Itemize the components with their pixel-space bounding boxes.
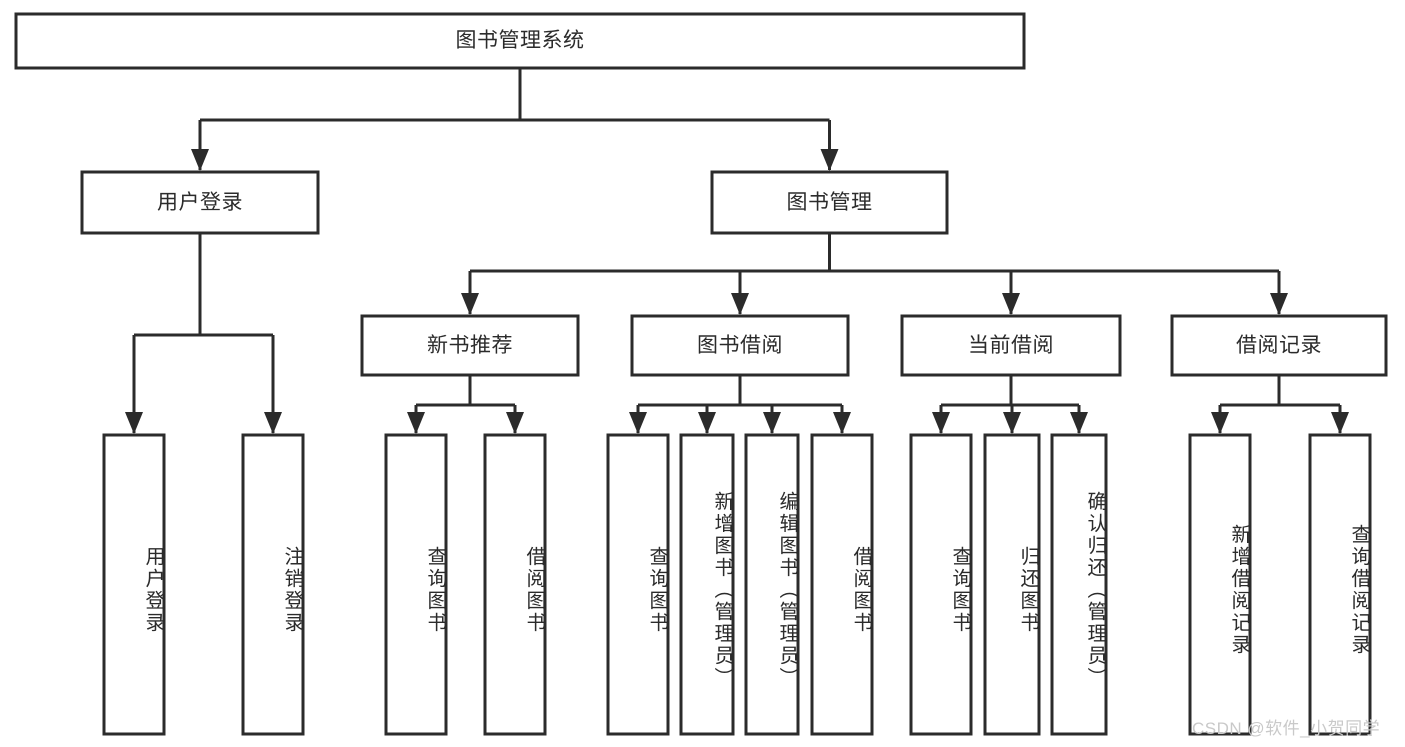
csdn-watermark: CSDN @软件_小贺同学 (1192, 719, 1381, 738)
node-box-leaf-1[interactable] (241, 433, 305, 736)
arrow-head-icon-leaf-0-1 (264, 412, 282, 434)
node-box-level2-1[interactable] (710, 170, 949, 235)
node-box-leaf-4[interactable] (606, 433, 670, 736)
node-box-level2-0[interactable] (80, 170, 320, 235)
arrow-head-icon-leaf-1-1 (506, 412, 524, 434)
arrow-head-icon-level2-0 (191, 149, 209, 171)
node-box-leaf-9[interactable] (983, 433, 1041, 736)
node-box-layer (14, 12, 1388, 736)
arrow-head-icon-leaf-2-1 (698, 412, 716, 434)
arrow-head-icon-leaf-2-2 (763, 412, 781, 434)
node-box-leaf-5[interactable] (679, 433, 735, 736)
arrow-head-icon-leaf-3-2 (1070, 412, 1088, 434)
node-box-root-0[interactable] (14, 12, 1026, 70)
node-box-level3-2[interactable] (900, 314, 1122, 377)
connector-layer (125, 68, 1349, 434)
node-box-leaf-6[interactable] (744, 433, 800, 736)
arrow-head-icon-level3-2 (1002, 293, 1020, 315)
arrow-head-icon-level2-1 (820, 149, 839, 171)
node-box-leaf-7[interactable] (810, 433, 874, 736)
arrow-head-icon-level3-3 (1270, 293, 1288, 315)
node-box-leaf-10[interactable] (1050, 433, 1108, 736)
arrow-head-icon-leaf-3-1 (1003, 412, 1021, 434)
node-box-leaf-3[interactable] (483, 433, 547, 736)
arrow-head-icon-leaf-0-0 (125, 412, 143, 434)
node-box-leaf-12[interactable] (1308, 433, 1372, 736)
arrow-head-icon-leaf-4-1 (1331, 412, 1349, 434)
arrow-head-icon-level3-0 (461, 293, 479, 315)
node-box-leaf-8[interactable] (909, 433, 973, 736)
node-box-level3-3[interactable] (1170, 314, 1388, 377)
node-box-leaf-11[interactable] (1188, 433, 1252, 736)
node-box-level3-1[interactable] (630, 314, 850, 377)
arrow-head-icon-leaf-2-3 (833, 412, 851, 434)
arrow-head-icon-leaf-2-0 (629, 412, 647, 434)
arrow-head-icon-level3-1 (731, 293, 749, 315)
arrow-head-icon-leaf-3-0 (932, 412, 950, 434)
arrow-head-icon-leaf-4-0 (1211, 412, 1229, 434)
arrow-head-icon-leaf-1-0 (407, 412, 425, 434)
node-box-level3-0[interactable] (360, 314, 580, 377)
node-box-leaf-2[interactable] (384, 433, 448, 736)
node-box-leaf-0[interactable] (102, 433, 166, 736)
